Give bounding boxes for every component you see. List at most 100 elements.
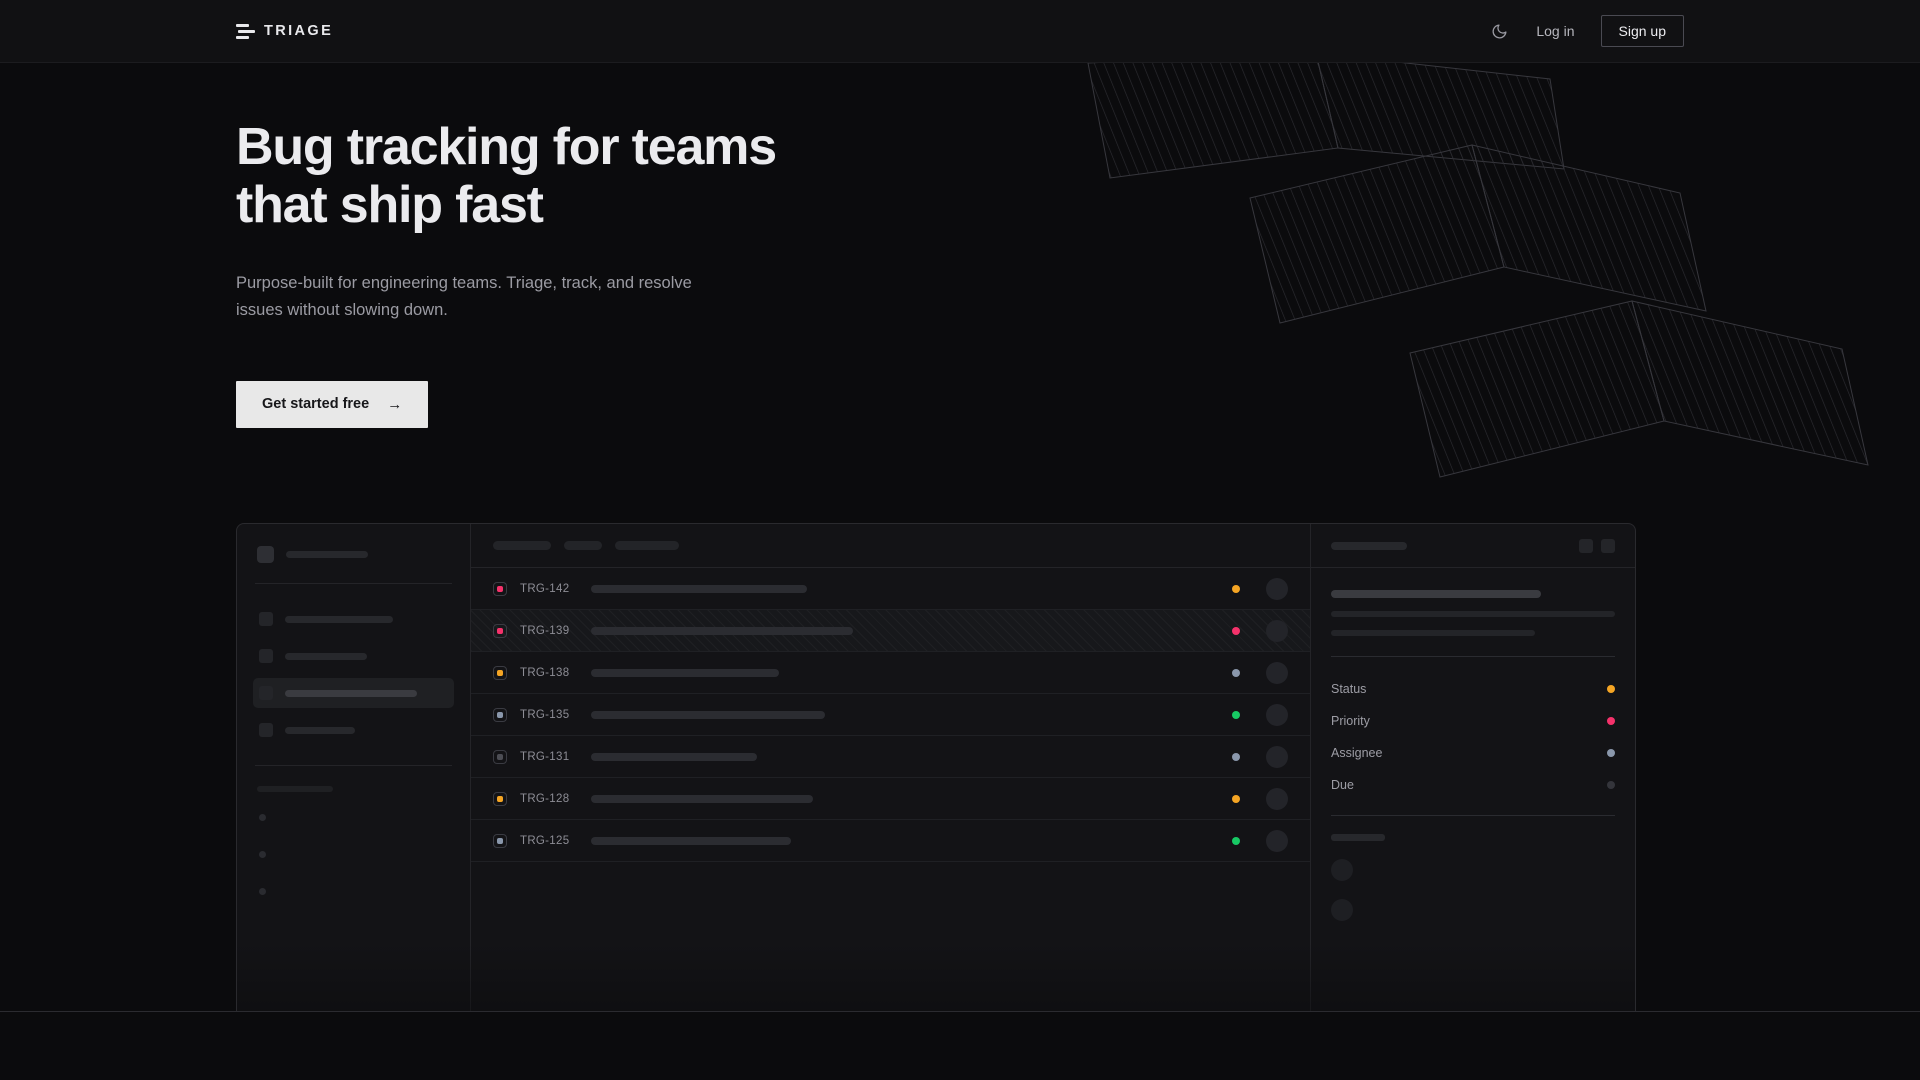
- issue-id: TRG-131: [520, 750, 570, 763]
- detail-field-value-dot-icon: [1607, 749, 1615, 757]
- issue-title-skeleton: [591, 794, 813, 803]
- detail-title-skeleton: [1331, 590, 1542, 598]
- sidebar-item-label-skeleton: [285, 652, 367, 660]
- priority-icon[interactable]: [493, 665, 507, 680]
- detail-field-label: Priority: [1331, 714, 1370, 728]
- status-dot-icon[interactable]: [1232, 752, 1240, 761]
- mini-item-dot-icon: [259, 814, 266, 821]
- sidebar-item-icon: [259, 612, 273, 626]
- workspace-header[interactable]: [253, 542, 454, 563]
- detail-divider: [1331, 656, 1615, 657]
- stacked-bars-logo-icon: [236, 23, 255, 39]
- assignee-avatar[interactable]: [1266, 577, 1288, 600]
- assignee-avatar[interactable]: [1266, 787, 1288, 810]
- issue-row[interactable]: TRG-142: [471, 568, 1310, 610]
- detail-desc-line-2: [1331, 630, 1536, 636]
- status-dot-icon[interactable]: [1232, 668, 1240, 677]
- mini-item-dot-icon: [259, 851, 266, 858]
- detail-field-due[interactable]: Due: [1331, 769, 1615, 801]
- issue-id: TRG-135: [520, 708, 570, 721]
- detail-header: [1311, 524, 1635, 568]
- hero-subtitle: Purpose-built for engineering teams. Tri…: [236, 274, 692, 320]
- comment-avatar-2[interactable]: [1331, 899, 1353, 921]
- brand-name: TRIAGE: [264, 23, 334, 39]
- issue-list-toolbar: [471, 524, 1310, 568]
- issue-row[interactable]: TRG-128: [471, 778, 1310, 820]
- issue-row[interactable]: TRG-131: [471, 736, 1310, 778]
- mini-item-2[interactable]: [253, 847, 454, 862]
- signup-button[interactable]: Sign up: [1600, 15, 1684, 47]
- app-sidebar: [237, 524, 471, 1012]
- issue-row[interactable]: TRG-135: [471, 694, 1310, 736]
- detail-desc-line-1: [1331, 611, 1615, 617]
- status-dot-icon[interactable]: [1232, 584, 1240, 593]
- detail-field-label: Assignee: [1331, 746, 1383, 760]
- workspace-avatar: [257, 546, 274, 563]
- status-dot-icon[interactable]: [1232, 710, 1240, 719]
- detail-field-value-dot-icon: [1607, 717, 1615, 725]
- moon-icon[interactable]: [1488, 20, 1510, 42]
- sidebar-divider-top: [255, 583, 452, 584]
- sidebar-item-label-skeleton: [285, 726, 355, 734]
- status-dot-icon[interactable]: [1232, 836, 1240, 845]
- priority-icon[interactable]: [493, 707, 507, 722]
- issue-id: TRG-125: [520, 834, 570, 847]
- detail-field-label: Due: [1331, 778, 1354, 792]
- assignee-avatar[interactable]: [1266, 829, 1288, 852]
- sidebar-item-4[interactable]: [253, 715, 454, 745]
- issue-row[interactable]: TRG-125: [471, 820, 1310, 862]
- detail-field-value-dot-icon: [1607, 685, 1615, 693]
- login-link[interactable]: Log in: [1536, 23, 1575, 39]
- filter-pill-2[interactable]: [564, 541, 602, 550]
- mini-item-1[interactable]: [253, 810, 454, 825]
- workspace-name-skeleton: [286, 551, 368, 558]
- headline-line-2: that ship fast: [236, 176, 544, 235]
- sidebar-item-label-skeleton: [285, 689, 417, 697]
- detail-field-label: Status: [1331, 682, 1367, 696]
- status-dot-icon[interactable]: [1232, 626, 1240, 635]
- comment-avatar-1[interactable]: [1331, 859, 1353, 881]
- assignee-avatar[interactable]: [1266, 661, 1288, 684]
- detail-action-2-button[interactable]: [1601, 538, 1615, 553]
- sidebar-item-1[interactable]: [253, 604, 454, 634]
- sidebar-section-label: [257, 786, 333, 792]
- issue-row[interactable]: TRG-139: [471, 610, 1310, 652]
- mini-item-3[interactable]: [253, 884, 454, 899]
- detail-action-1-button[interactable]: [1579, 538, 1593, 553]
- filter-pill-3[interactable]: [615, 541, 679, 550]
- status-dot-icon[interactable]: [1232, 794, 1240, 803]
- sidebar-item-icon: [259, 723, 273, 737]
- priority-icon[interactable]: [493, 581, 507, 596]
- headline-line-1: Bug tracking for teams: [236, 118, 777, 176]
- priority-icon[interactable]: [493, 791, 507, 806]
- detail-field-priority[interactable]: Priority: [1331, 705, 1615, 737]
- decorative-hatched-panels-graphic: [1087, 63, 1869, 478]
- brand-logo[interactable]: TRIAGE: [236, 23, 333, 39]
- assignee-avatar[interactable]: [1266, 745, 1288, 768]
- issue-row[interactable]: TRG-138: [471, 652, 1310, 694]
- detail-field-assignee[interactable]: Assignee: [1331, 737, 1615, 769]
- page-title: Bug tracking for teams that ship fast: [236, 118, 936, 234]
- issue-title-skeleton: [591, 752, 757, 761]
- issue-id: TRG-138: [520, 666, 570, 679]
- sidebar-mini-list: [253, 810, 454, 899]
- priority-icon[interactable]: [493, 749, 507, 764]
- detail-footer-divider: [1331, 815, 1615, 816]
- sidebar-item-2[interactable]: [253, 641, 454, 671]
- assignee-avatar[interactable]: [1266, 703, 1288, 726]
- issue-id: TRG-139: [520, 624, 570, 637]
- sidebar-item-label-skeleton: [285, 615, 393, 623]
- filter-pill-1[interactable]: [493, 541, 551, 550]
- assignee-avatar[interactable]: [1266, 619, 1288, 642]
- get-started-button[interactable]: Get started free →: [236, 380, 429, 428]
- detail-field-value-dot-icon: [1607, 781, 1615, 789]
- priority-icon[interactable]: [493, 623, 507, 638]
- priority-icon[interactable]: [493, 833, 507, 848]
- sidebar-item-3[interactable]: [253, 678, 454, 708]
- detail-field-status[interactable]: Status: [1331, 673, 1615, 705]
